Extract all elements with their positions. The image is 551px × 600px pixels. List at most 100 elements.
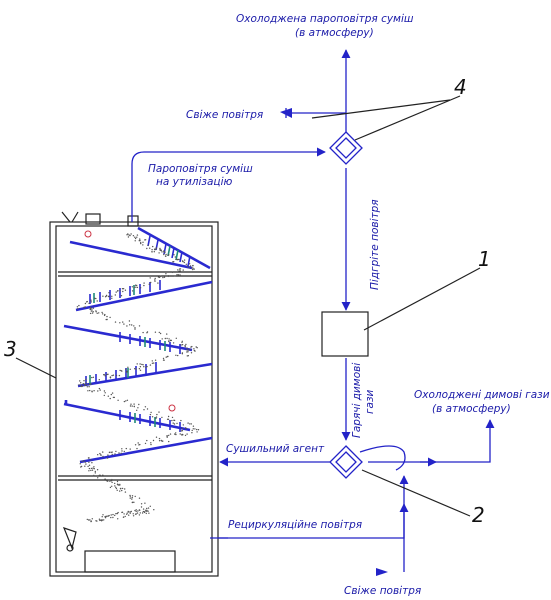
product-particle: [123, 450, 126, 453]
product-particle: [103, 394, 106, 397]
product-particle: [173, 423, 176, 425]
product-particle: [88, 386, 90, 388]
product-particle: [140, 506, 143, 508]
product-particle: [171, 419, 173, 422]
product-particle: [146, 408, 149, 410]
product-particle: [109, 451, 111, 453]
product-particle: [135, 510, 137, 513]
product-particle: [116, 512, 119, 515]
product-particle: [155, 248, 157, 250]
product-particle: [136, 363, 138, 365]
product-particle: [181, 430, 184, 432]
product-particle: [89, 308, 92, 311]
product-particle: [99, 519, 102, 521]
product-particle: [103, 373, 105, 376]
product-particle: [115, 374, 118, 377]
heat-exchanger-top: [329, 131, 363, 165]
product-particle: [140, 241, 142, 244]
product-particle: [142, 244, 144, 246]
product-particle: [113, 396, 116, 399]
product-particle: [114, 321, 117, 323]
product-particle: [181, 352, 184, 354]
product-particle: [197, 429, 200, 431]
product-particle: [158, 437, 161, 440]
product-particle: [112, 516, 114, 519]
product-particle: [192, 267, 194, 269]
product-particle: [114, 453, 116, 455]
product-particle: [130, 233, 132, 235]
product-particle: [86, 386, 89, 388]
product-particle: [163, 253, 165, 256]
product-particle: [165, 273, 167, 275]
product-particle: [189, 423, 191, 425]
product-particle: [139, 369, 142, 371]
product-particle: [108, 514, 110, 517]
product-particle: [121, 288, 124, 290]
product-particle: [125, 368, 127, 371]
product-particle: [179, 433, 181, 435]
product-particle: [134, 237, 137, 240]
product-particle: [153, 509, 155, 511]
product-particle: [134, 495, 136, 498]
product-particle: [194, 428, 196, 430]
product-particle: [139, 287, 142, 289]
product-particle: [111, 451, 113, 453]
product-particle: [168, 434, 170, 437]
product-particle: [142, 508, 145, 510]
product-particle: [191, 267, 193, 269]
product-particle: [150, 281, 152, 284]
product-particle: [188, 263, 191, 265]
product-particle: [139, 239, 141, 242]
product-particle: [80, 384, 83, 386]
product-particle: [87, 465, 89, 468]
product-particle: [144, 502, 146, 504]
product-particle: [181, 341, 183, 344]
product-particle: [76, 306, 79, 308]
product-particle: [131, 405, 133, 407]
product-particle: [135, 509, 137, 511]
product-particle: [139, 363, 141, 365]
fresh-air-bottom-label: Свіже повітря: [344, 585, 421, 597]
product-particle: [187, 422, 189, 424]
product-particle: [126, 513, 128, 515]
product-particle: [90, 469, 92, 472]
product-particle: [164, 255, 167, 257]
product-particle: [146, 510, 148, 512]
product-particle: [132, 235, 135, 237]
product-particle: [92, 311, 95, 313]
product-particle: [116, 483, 119, 486]
product-particle: [134, 240, 136, 242]
product-particle: [93, 474, 95, 477]
product-particle: [104, 517, 107, 519]
product-particle: [109, 480, 111, 482]
product-particle: [106, 457, 109, 459]
product-particle: [95, 520, 97, 522]
product-particle: [95, 311, 97, 313]
product-particle: [181, 344, 184, 346]
product-particle: [183, 261, 185, 264]
product-particle: [114, 514, 116, 517]
product-particle: [133, 501, 135, 503]
product-particle: [128, 511, 130, 513]
product-particle: [117, 399, 119, 401]
product-particle: [134, 509, 136, 512]
product-particle: [165, 253, 167, 256]
product-particle: [176, 274, 178, 276]
product-particle: [119, 484, 121, 486]
product-particle: [107, 454, 109, 456]
hot-flue-label-2: гази: [364, 389, 376, 414]
product-particle: [106, 318, 108, 321]
product-particle: [139, 366, 142, 368]
product-particle: [83, 380, 85, 382]
product-particle: [89, 519, 91, 521]
product-particle: [137, 407, 139, 409]
product-particle: [159, 248, 161, 250]
product-particle: [98, 312, 100, 314]
product-particle: [124, 491, 127, 493]
product-particle: [182, 434, 184, 436]
product-particle: [196, 428, 198, 431]
product-particle: [162, 440, 164, 442]
product-stream: [76, 233, 200, 523]
product-particle: [130, 403, 132, 405]
product-particle: [102, 451, 104, 453]
